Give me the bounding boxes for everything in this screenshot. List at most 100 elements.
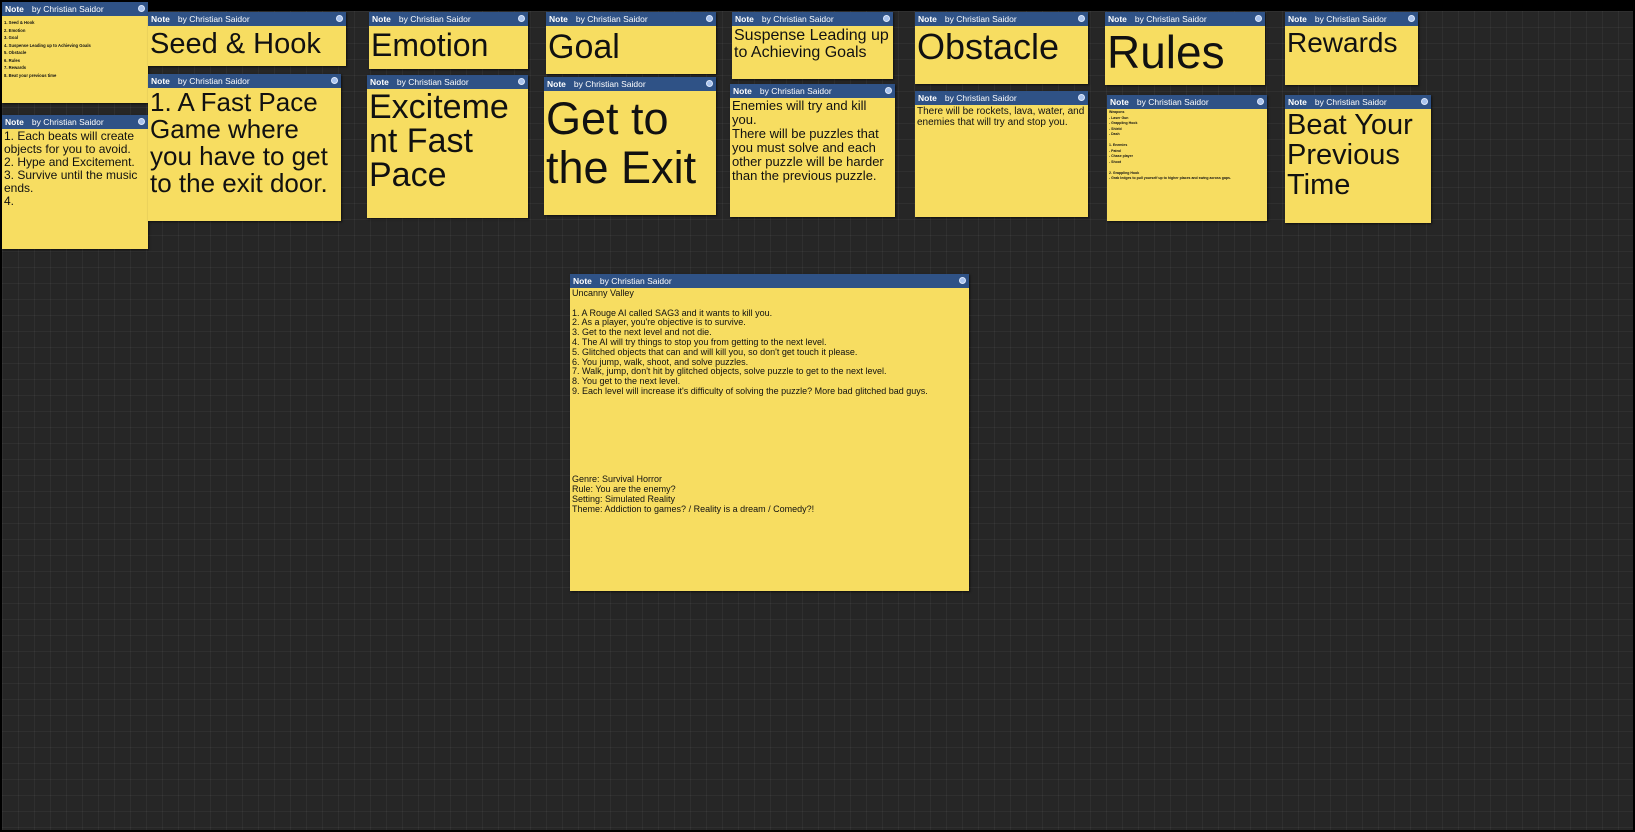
pin-icon[interactable] — [885, 87, 892, 94]
note-text[interactable]: Beat Your Previous Time — [1287, 110, 1421, 201]
note-obstacle-detail[interactable]: Note by Christian Saidor There will be ro… — [915, 91, 1088, 217]
note-text[interactable]: Goal — [548, 28, 620, 66]
note-header[interactable]: Note by Christian Saidor — [367, 75, 528, 89]
pin-icon[interactable] — [706, 15, 713, 22]
note-author: by Christian Saidor — [575, 14, 648, 24]
note-goal[interactable]: Note by Christian Saidor Goal — [546, 12, 716, 74]
note-author: by Christian Saidor — [573, 79, 646, 89]
note-title: Note — [918, 93, 937, 103]
note-header[interactable]: Note by Christian Saidor — [570, 274, 969, 288]
note-header[interactable]: Note by Christian Saidor — [148, 12, 346, 26]
note-emotion-detail[interactable]: Note by Christian Saidor Exciteme nt Fast… — [367, 75, 528, 218]
pin-icon[interactable] — [518, 78, 525, 85]
note-author: by Christian Saidor — [177, 14, 250, 24]
pin-icon[interactable] — [1421, 98, 1428, 105]
note-seed-hook[interactable]: Note by Christian Saidor Seed & Hook — [148, 12, 346, 66]
note-title: Note — [1288, 14, 1307, 24]
note-header[interactable]: Note by Christian Saidor — [732, 12, 893, 26]
note-text[interactable]: Weapons - Laser Gun - Grappling Hook - S… — [1109, 110, 1231, 180]
note-title: Note — [1110, 97, 1129, 107]
note-header[interactable]: Note by Christian Saidor — [2, 2, 148, 16]
note-title: Note — [5, 117, 24, 127]
note-header[interactable]: Note by Christian Saidor — [1107, 95, 1267, 109]
note-suspense-detail[interactable]: Note by Christian Saidor Enemies will try… — [730, 84, 895, 217]
note-header[interactable]: Note by Christian Saidor — [2, 115, 148, 129]
note-author: by Christian Saidor — [944, 93, 1017, 103]
note-title: Note — [549, 14, 568, 24]
note-author: by Christian Saidor — [398, 14, 471, 24]
note-header[interactable]: Note by Christian Saidor — [546, 12, 716, 26]
pin-icon[interactable] — [331, 77, 338, 84]
pin-icon[interactable] — [959, 277, 966, 284]
pin-icon[interactable] — [518, 15, 525, 22]
note-text[interactable]: Enemies will try and kill you. There wil… — [732, 99, 884, 183]
note-title: Note — [372, 14, 391, 24]
note-suspense[interactable]: Note by Christian Saidor Suspense Leading… — [732, 12, 893, 79]
note-author: by Christian Saidor — [1136, 97, 1209, 107]
note-title: Note — [918, 14, 937, 24]
note-goal-detail[interactable]: Note by Christian Saidor Get to the Exit — [544, 77, 716, 215]
note-text[interactable]: Rules — [1107, 27, 1225, 78]
note-rewards[interactable]: Note by Christian Saidor Rewards — [1285, 12, 1418, 85]
note-text[interactable]: 1. Seed & Hook 2. Emotion 3. Goal 4. Sus… — [4, 20, 91, 78]
pin-icon[interactable] — [138, 5, 145, 12]
pin-icon[interactable] — [1255, 15, 1262, 22]
note-header[interactable]: Note by Christian Saidor — [369, 12, 528, 26]
note-header[interactable]: Note by Christian Saidor — [915, 12, 1088, 26]
note-rules-detail[interactable]: Note by Christian Saidor Weapons - Laser … — [1107, 95, 1267, 221]
pin-icon[interactable] — [1078, 15, 1085, 22]
note-text[interactable]: Seed & Hook — [150, 28, 321, 60]
note-obstacle[interactable]: Note by Christian Saidor Obstacle — [915, 12, 1088, 84]
note-author: by Christian Saidor — [1314, 14, 1387, 24]
pin-icon[interactable] — [1078, 94, 1085, 101]
note-text[interactable]: There will be rockets, lava, water, and … — [917, 106, 1085, 128]
note-title: Note — [5, 4, 24, 14]
note-text[interactable]: Rewards — [1287, 27, 1398, 58]
note-header[interactable]: Note by Christian Saidor — [730, 84, 895, 98]
note-text[interactable]: 1. A Fast Pace Game where you have to ge… — [150, 89, 336, 198]
note-author: by Christian Saidor — [761, 14, 834, 24]
note-header[interactable]: Note by Christian Saidor — [915, 91, 1088, 105]
note-title: Note — [1288, 97, 1307, 107]
note-text[interactable]: Emotion — [371, 27, 489, 63]
note-text[interactable]: Obstacle — [917, 27, 1060, 67]
note-title: Note — [370, 77, 389, 87]
note-text[interactable]: Uncanny Valley 1. A Rouge AI called SAG3… — [572, 289, 928, 514]
note-emotion[interactable]: Note by Christian Saidor Emotion — [369, 12, 528, 69]
pin-icon[interactable] — [706, 80, 713, 87]
note-text[interactable]: Suspense Leading up to Achieving Goals — [734, 27, 889, 61]
note-author: by Christian Saidor — [944, 14, 1017, 24]
note-title: Note — [1108, 14, 1127, 24]
note-author: by Christian Saidor — [1134, 14, 1207, 24]
note-author: by Christian Saidor — [177, 76, 250, 86]
note-text[interactable]: 1. Each beats will create objects for yo… — [4, 130, 138, 208]
note-rules[interactable]: Note by Christian Saidor Rules — [1105, 12, 1265, 85]
note-author: by Christian Saidor — [396, 77, 469, 87]
pin-icon[interactable] — [883, 15, 890, 22]
note-uncanny-valley[interactable]: Note by Christian Saidor Uncanny Valley 1… — [570, 274, 969, 591]
note-text[interactable]: Exciteme nt Fast Pace — [369, 90, 519, 194]
note-header[interactable]: Note by Christian Saidor — [544, 77, 716, 91]
note-author: by Christian Saidor — [599, 276, 672, 286]
note-title: Note — [733, 86, 752, 96]
note-author: by Christian Saidor — [759, 86, 832, 96]
note-header[interactable]: Note by Christian Saidor — [1105, 12, 1265, 26]
note-author: by Christian Saidor — [31, 4, 104, 14]
note-title: Note — [151, 14, 170, 24]
note-text[interactable]: Get to the Exit — [546, 93, 697, 193]
note-beats-summary[interactable]: Note by Christian Saidor 1. Each beats wi… — [2, 115, 148, 249]
pin-icon[interactable] — [138, 118, 145, 125]
note-author: by Christian Saidor — [31, 117, 104, 127]
note-title: Note — [735, 14, 754, 24]
pin-icon[interactable] — [336, 15, 343, 22]
note-beats-list[interactable]: Note by Christian Saidor 1. Seed & Hook 2… — [2, 2, 148, 103]
pin-icon[interactable] — [1257, 98, 1264, 105]
note-header[interactable]: Note by Christian Saidor — [1285, 12, 1418, 26]
note-title: Note — [547, 79, 566, 89]
pin-icon[interactable] — [1408, 15, 1415, 22]
note-title: Note — [573, 276, 592, 286]
